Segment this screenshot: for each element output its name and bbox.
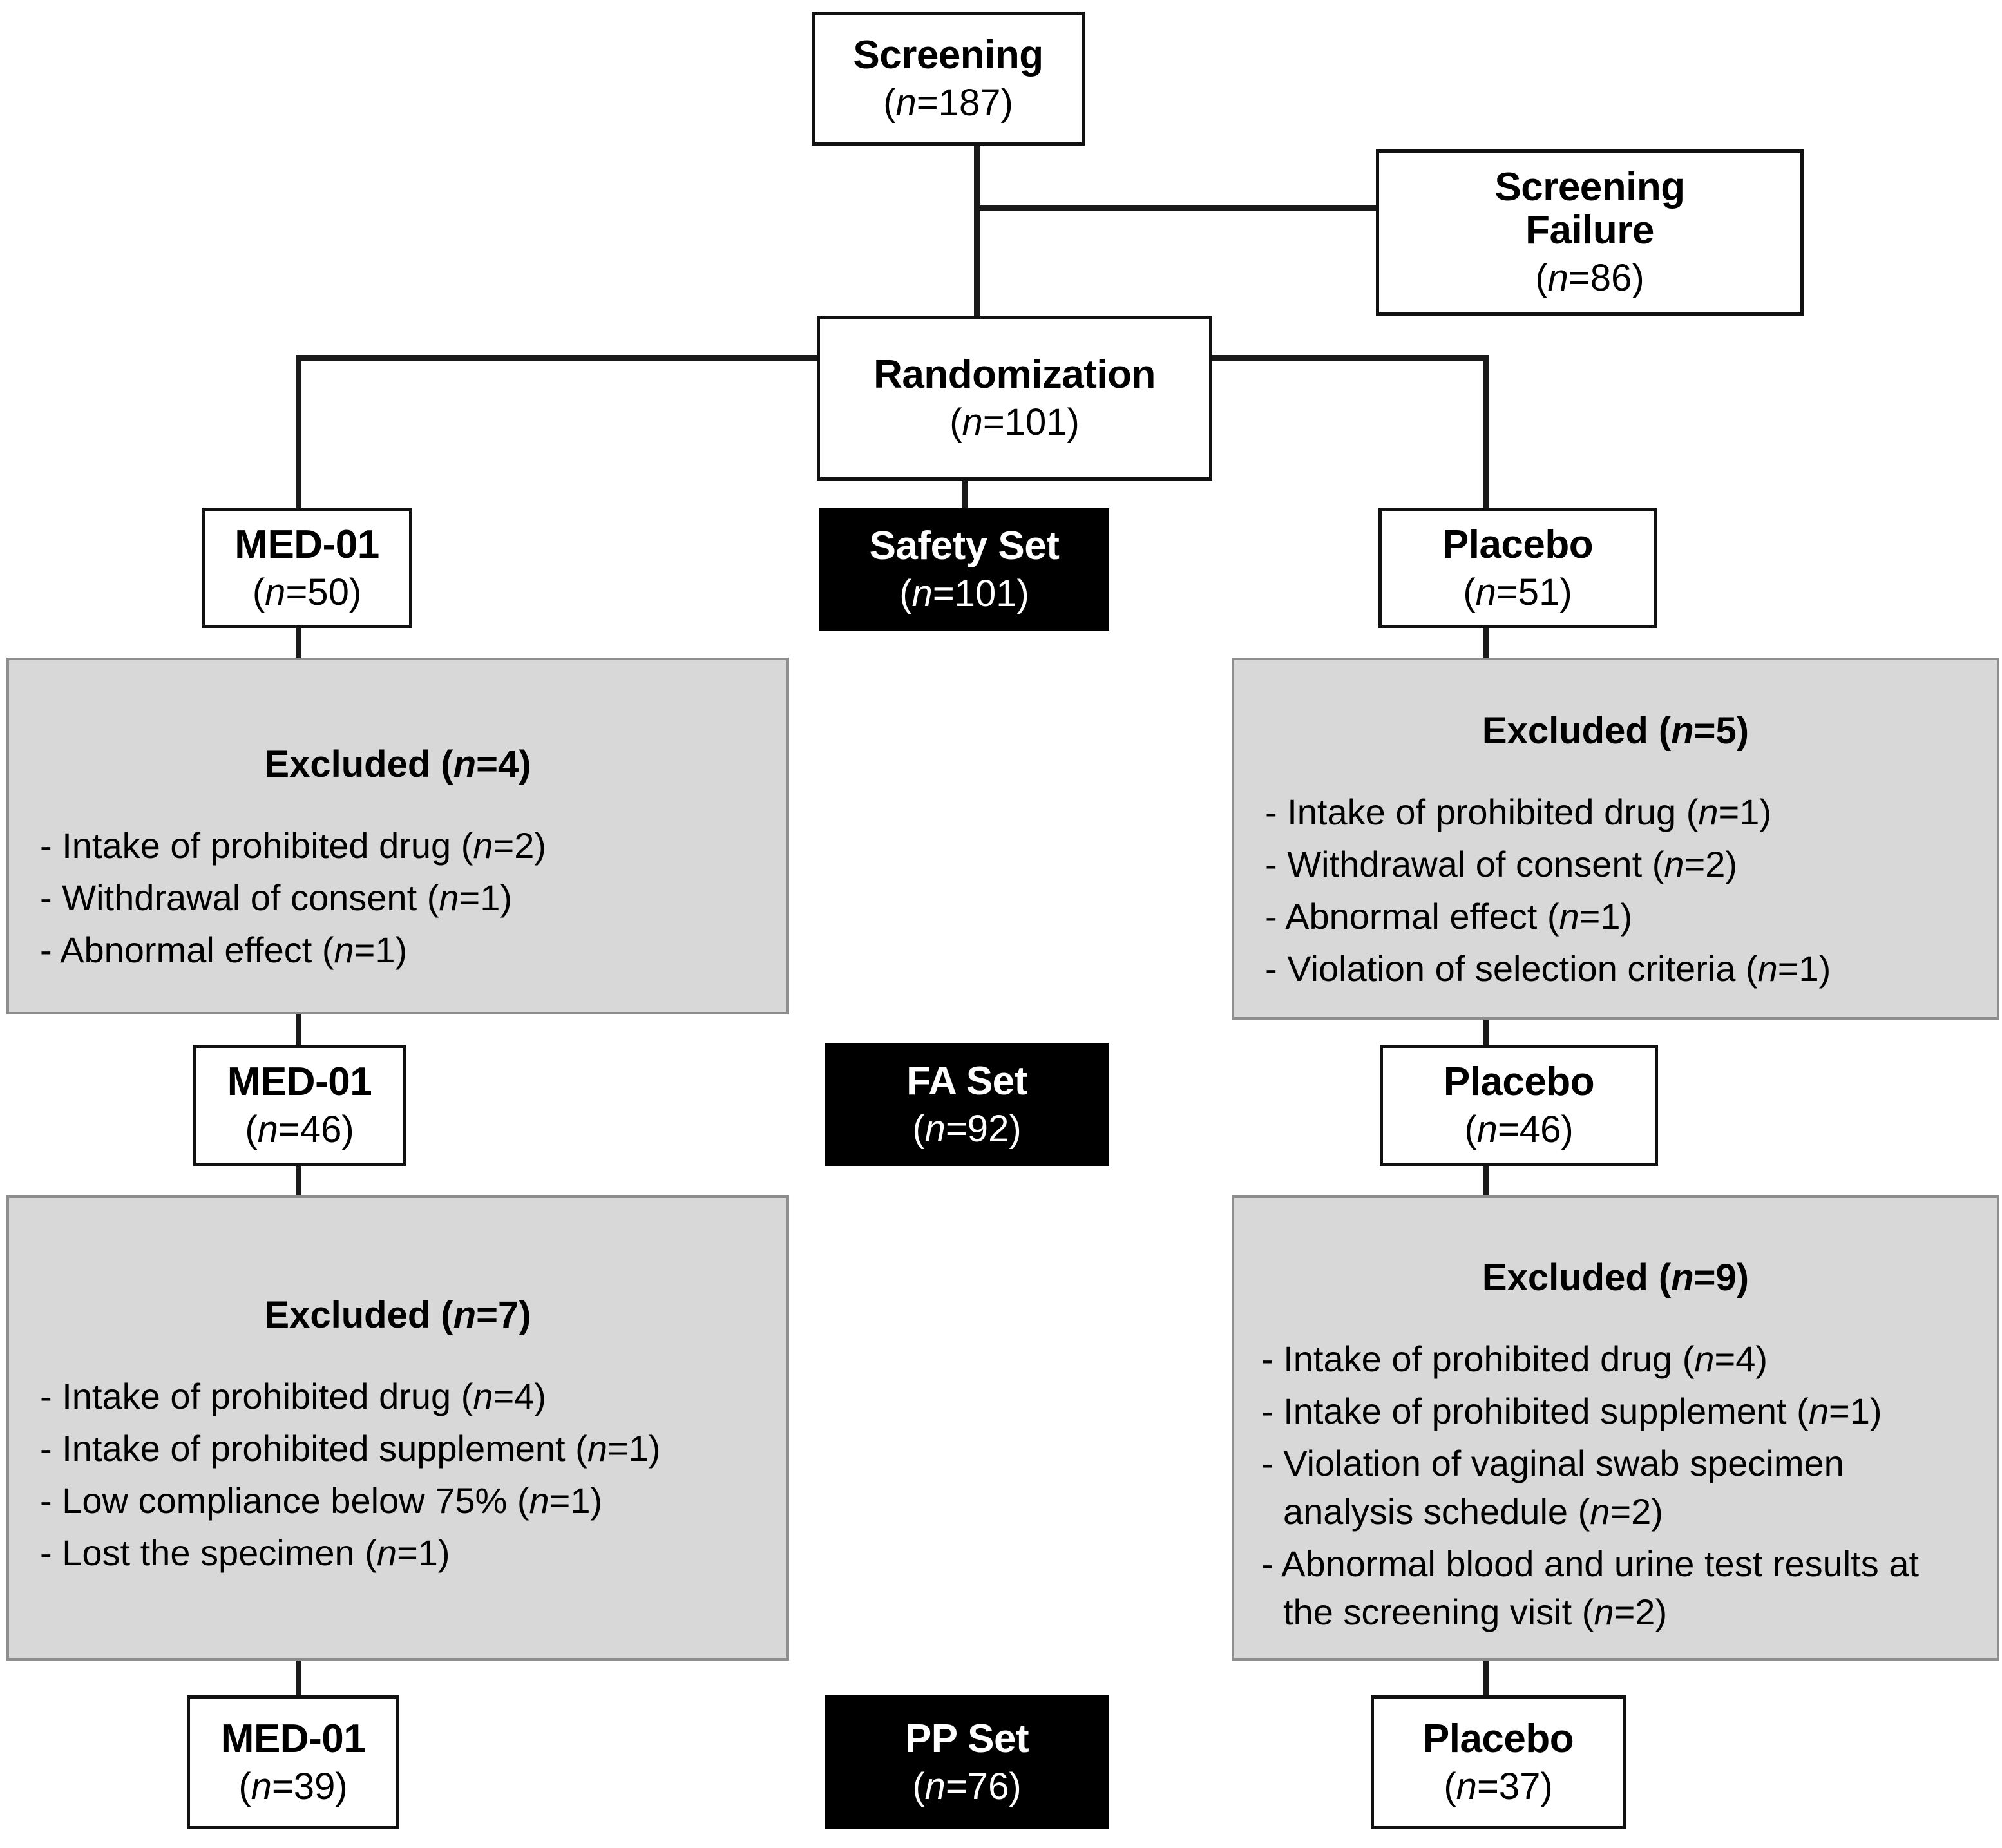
node-med01-safety[interactable]: MED-01 (n=50) bbox=[202, 508, 412, 628]
excluded-list-item: - Abnormal effect (n=1) bbox=[40, 929, 408, 970]
connector-screening-trunk bbox=[974, 143, 980, 318]
excluded-left-bottom-heading: Excluded (n=7) bbox=[264, 1294, 531, 1336]
node-pp-set[interactable]: PP Set (n=76) bbox=[825, 1695, 1109, 1829]
node-placebo-pp-title: Placebo bbox=[1422, 1717, 1574, 1761]
excluded-list-item: - Withdrawal of consent (n=1) bbox=[40, 877, 512, 918]
connector-randomization-right-vertical bbox=[1483, 355, 1489, 510]
excluded-list-item: - Intake of prohibited supplement (n=1) bbox=[40, 1427, 661, 1469]
node-pp-set-count: (n=76) bbox=[912, 1766, 1022, 1808]
node-screening-failure-count: (n=86) bbox=[1535, 257, 1644, 300]
node-placebo-safety-title: Placebo bbox=[1442, 522, 1594, 567]
excluded-right-top-heading: Excluded (n=5) bbox=[1482, 710, 1749, 752]
excluded-list-item: - Violation of selection criteria (n=1) bbox=[1265, 948, 1831, 989]
connector-placebo-fa-to-excluded-2 bbox=[1483, 1163, 1489, 1197]
excluded-list-item: - Abnormal effect (n=1) bbox=[1265, 895, 1633, 937]
connector-excluded-right-1-to-placebo-fa bbox=[1483, 1018, 1489, 1047]
node-randomization[interactable]: Randomization (n=101) bbox=[817, 316, 1212, 481]
connector-med01-to-excluded-1 bbox=[296, 625, 301, 659]
excluded-right-bottom-heading: Excluded (n=9) bbox=[1482, 1257, 1749, 1299]
excluded-left-bottom-list: - Intake of prohibited drug (n=4) - Inta… bbox=[40, 1372, 756, 1577]
node-placebo-fa[interactable]: Placebo (n=46) bbox=[1380, 1045, 1658, 1166]
node-med01-pp-title: MED-01 bbox=[220, 1717, 366, 1761]
node-screening[interactable]: Screening (n=187) bbox=[812, 12, 1085, 146]
node-screening-failure-title-line1: Screening bbox=[1494, 165, 1685, 210]
node-placebo-fa-title: Placebo bbox=[1443, 1060, 1595, 1104]
connector-randomization-left-horizontal bbox=[296, 355, 821, 361]
node-screening-failure[interactable]: Screening Failure (n=86) bbox=[1376, 149, 1804, 316]
connector-excluded-right-2-to-placebo-pp bbox=[1483, 1659, 1489, 1698]
excluded-box-right-top: Excluded (n=5) - Intake of prohibited dr… bbox=[1232, 658, 1999, 1020]
excluded-list-item: - Withdrawal of consent (n=2) bbox=[1265, 843, 1737, 884]
excluded-list-item: - Lost the specimen (n=1) bbox=[40, 1532, 450, 1573]
connector-randomization-right-horizontal bbox=[1207, 355, 1489, 361]
node-randomization-title: Randomization bbox=[873, 352, 1156, 397]
node-placebo-pp-count: (n=37) bbox=[1444, 1766, 1553, 1808]
node-med01-safety-count: (n=50) bbox=[252, 571, 362, 614]
excluded-list-item: - Abnormal blood and urine test results … bbox=[1261, 1543, 1920, 1632]
excluded-list-item: - Violation of vaginal swab specimen ana… bbox=[1261, 1442, 1844, 1532]
connector-randomization-left-vertical bbox=[296, 355, 301, 510]
excluded-list-item: - Intake of prohibited drug (n=4) bbox=[1261, 1338, 1768, 1379]
excluded-left-top-heading: Excluded (n=4) bbox=[264, 743, 531, 785]
node-screening-failure-title-line2: Failure bbox=[1525, 208, 1654, 253]
node-safety-set[interactable]: Safety Set (n=101) bbox=[819, 508, 1109, 631]
connector-med01-fa-to-excluded-2 bbox=[296, 1163, 301, 1197]
node-pp-set-title: PP Set bbox=[904, 1717, 1029, 1761]
node-randomization-count: (n=101) bbox=[949, 401, 1080, 444]
excluded-box-left-top: Excluded (n=4) - Intake of prohibited dr… bbox=[6, 658, 789, 1014]
connector-placebo-to-excluded-1 bbox=[1483, 625, 1489, 659]
connector-randomization-to-safety-set bbox=[962, 479, 968, 510]
node-med01-fa-title: MED-01 bbox=[227, 1060, 372, 1104]
node-med01-safety-title: MED-01 bbox=[234, 522, 379, 567]
node-med01-pp[interactable]: MED-01 (n=39) bbox=[187, 1695, 399, 1829]
node-safety-set-title: Safety Set bbox=[869, 524, 1060, 568]
connector-excluded-2-to-med01-pp bbox=[296, 1659, 301, 1698]
node-placebo-safety-count: (n=51) bbox=[1463, 571, 1572, 614]
connector-excluded-1-to-med01-fa bbox=[296, 1013, 301, 1047]
node-placebo-fa-count: (n=46) bbox=[1464, 1109, 1574, 1151]
excluded-list-item: - Intake of prohibited drug (n=4) bbox=[40, 1375, 547, 1416]
node-med01-fa-count: (n=46) bbox=[245, 1109, 354, 1151]
excluded-list-item: - Intake of prohibited drug (n=2) bbox=[40, 824, 547, 866]
node-safety-set-count: (n=101) bbox=[899, 573, 1029, 615]
excluded-list-item: - Low compliance below 75% (n=1) bbox=[40, 1480, 603, 1521]
node-placebo-safety[interactable]: Placebo (n=51) bbox=[1378, 508, 1657, 628]
node-med01-pp-count: (n=39) bbox=[238, 1766, 348, 1808]
node-fa-set-count: (n=92) bbox=[912, 1108, 1022, 1150]
node-fa-set[interactable]: FA Set (n=92) bbox=[825, 1043, 1109, 1166]
excluded-box-left-bottom: Excluded (n=7) - Intake of prohibited dr… bbox=[6, 1195, 789, 1661]
excluded-right-bottom-list: - Intake of prohibited drug (n=4) - Inta… bbox=[1261, 1335, 1970, 1636]
excluded-box-right-bottom: Excluded (n=9) - Intake of prohibited dr… bbox=[1232, 1195, 1999, 1661]
excluded-list-item: - Intake of prohibited supplement (n=1) bbox=[1261, 1390, 1882, 1431]
node-fa-set-title: FA Set bbox=[906, 1059, 1027, 1103]
node-placebo-pp[interactable]: Placebo (n=37) bbox=[1371, 1695, 1626, 1829]
node-med01-fa[interactable]: MED-01 (n=46) bbox=[193, 1045, 406, 1166]
excluded-list-item: - Intake of prohibited drug (n=1) bbox=[1265, 791, 1772, 832]
connector-screening-to-failure bbox=[974, 205, 1378, 211]
node-screening-title: Screening bbox=[853, 33, 1044, 77]
node-screening-count: (n=187) bbox=[883, 82, 1013, 124]
excluded-left-top-list: - Intake of prohibited drug (n=2) - With… bbox=[40, 821, 756, 974]
excluded-right-top-list: - Intake of prohibited drug (n=1) - With… bbox=[1265, 788, 1966, 993]
